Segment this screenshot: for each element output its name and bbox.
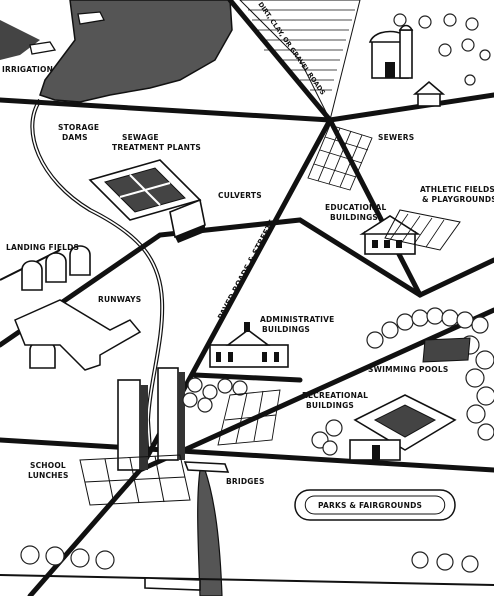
towers [117,367,185,471]
label-culverts: CULVERTS [218,191,262,200]
tree-cluster-rec [311,419,343,456]
swimming-pool [422,337,471,363]
label-paved-roads: PAVED ROADS & STREETS [216,218,277,321]
lake-shore [0,20,40,60]
label-runways: RUNWAYS [98,295,141,304]
dam-structure-2 [77,11,105,25]
farmhouse [412,80,446,107]
fairground-track [294,489,456,521]
label-treatment-plants: TREATMENT PLANTS [112,143,201,152]
sewage-treatment-plant [88,159,202,221]
administrative-building [209,322,289,368]
dam-structure [29,41,57,55]
river-lower [197,469,223,596]
label-school: SCHOOL [30,461,66,470]
culvert-structure [169,198,206,243]
fairground-track-inner [304,495,446,515]
label-playgrounds: & PLAYGROUNDS [422,195,494,204]
river-inner [31,99,163,451]
bridge-bottom [144,577,201,591]
sewer-grid [307,124,373,191]
athletic-field [384,209,461,251]
label-parks-fairgrounds: PARKS & FAIRGROUNDS [318,501,422,510]
tree-cluster-admin [182,377,248,413]
label-irrigation: IRRIGATION [2,65,53,74]
bridge [183,461,230,473]
label-recreational: RECREATIONAL [302,391,368,400]
label-dams: DAMS [62,133,88,142]
tree-cluster-top [393,13,491,86]
label-sewage: SEWAGE [122,133,159,142]
hangars [21,245,91,369]
tree-cluster-right [366,307,494,441]
lake [39,0,233,103]
label-athletic-fields: ATHLETIC FIELDS [420,185,494,194]
label-administrative: ADMINISTRATIVE [260,315,335,324]
label-educational: EDUCATIONAL [325,203,387,212]
plots-grid [217,389,281,446]
recreational-building [349,394,457,461]
label-lunches: LUNCHES [28,471,69,480]
label-bridges: BRIDGES [226,477,265,486]
label-landing-fields: LANDING FIELDS [6,243,79,252]
runways [14,299,142,371]
label-educational-buildings: BUILDINGS [330,213,378,222]
barn [368,24,414,79]
label-recreational-buildings: BUILDINGS [306,401,354,410]
label-dirt-roads: DIRT, CLAY, OR GRAVEL ROADS [256,1,327,97]
label-sewers: SEWERS [378,133,414,142]
plots-grid-2 [79,454,191,506]
label-storage: STORAGE [58,123,99,132]
label-administrative-buildings: BUILDINGS [262,325,310,334]
tree-row-bottom [20,545,479,573]
label-swimming-pools: SWIMMING POOLS [368,365,448,374]
